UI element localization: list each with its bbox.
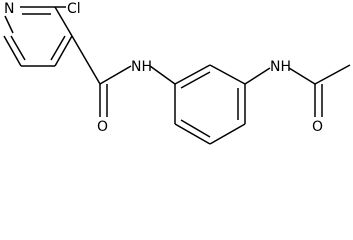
bond-acetamide-nh-carbonyl bbox=[288, 67, 316, 85]
atom-label-acetamide-nh: NH bbox=[270, 59, 291, 75]
bond-ph5-ph6 bbox=[174, 123, 211, 145]
bond-phenyl-acetamide-nh bbox=[244, 67, 271, 85]
structure-diagram: N Cl NH O NH O bbox=[3, 1, 351, 145]
bond-c6-n1 bbox=[4, 15, 14, 34]
bond-acetyl-methyl bbox=[314, 64, 351, 85]
bond-c3-c4 bbox=[54, 35, 73, 67]
atom-label-amide-o: O bbox=[97, 119, 108, 135]
pyridine-ring bbox=[3, 6, 73, 67]
bond-c3-carbonyl bbox=[71, 35, 101, 85]
bond-c2-c3 bbox=[54, 6, 73, 37]
bond-c3-c4-inner bbox=[50, 35, 66, 61]
atom-label-amide-nh: NH bbox=[131, 59, 152, 75]
bond-nh-phenyl bbox=[149, 65, 176, 85]
bond-ph1-ph2-inner bbox=[180, 71, 211, 89]
bond-ph2-ph3 bbox=[209, 64, 246, 85]
bond-c5-c6-inner bbox=[10, 35, 26, 61]
bond-ph4-ph5 bbox=[209, 123, 246, 145]
bond-c5-c6 bbox=[3, 35, 22, 67]
bond-carbonyl-nh bbox=[99, 65, 132, 85]
bond-ph1-ph2 bbox=[174, 64, 211, 85]
benzene-ring bbox=[174, 64, 246, 145]
atom-label-chlorine: Cl bbox=[67, 1, 81, 17]
bond-ph5-ph6-inner bbox=[180, 119, 211, 138]
atom-label-acetyl-o: O bbox=[312, 119, 323, 135]
atom-label-pyridine-n: N bbox=[4, 1, 14, 17]
